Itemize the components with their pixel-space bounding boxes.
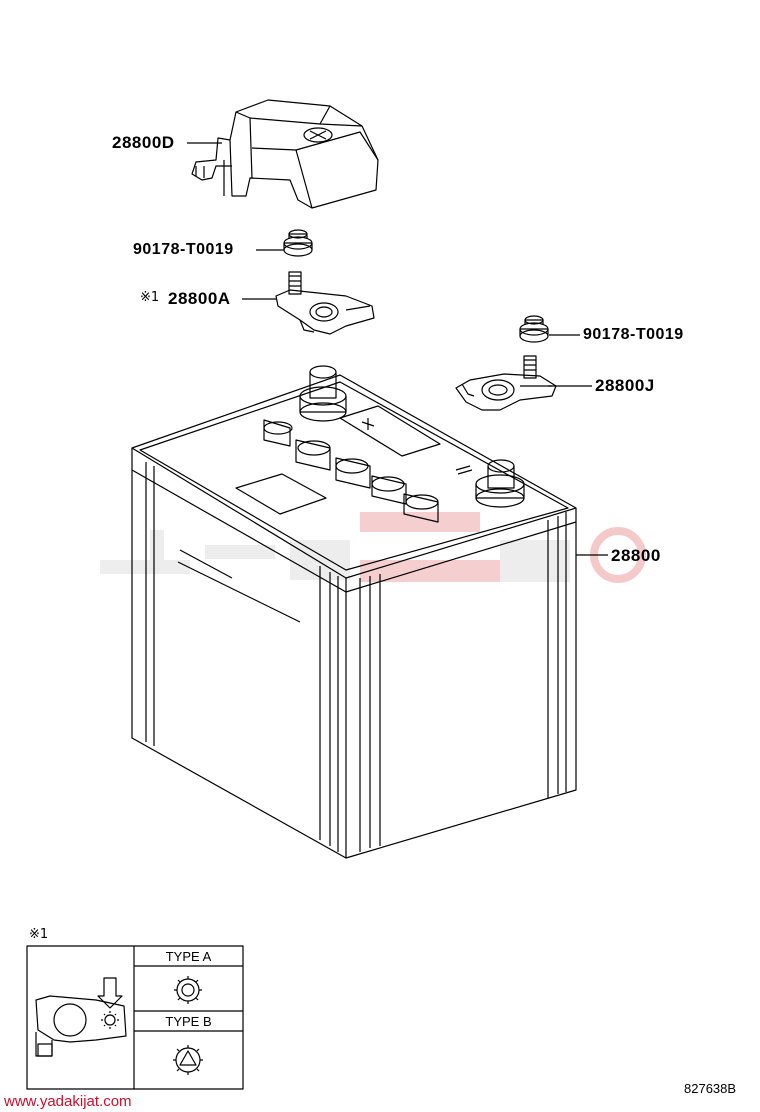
type-a-label: TYPE A bbox=[165, 949, 212, 964]
bolt-right-part bbox=[519, 315, 549, 343]
callout-cover[interactable]: 28800D bbox=[112, 133, 175, 152]
callout-negative-terminal[interactable]: 28800A bbox=[168, 289, 231, 308]
positive-terminal-part bbox=[455, 355, 557, 411]
battery-part bbox=[131, 365, 577, 859]
detail-box bbox=[26, 945, 244, 1090]
watermark-logo bbox=[100, 512, 646, 583]
site-url[interactable]: www.yadakijat.com bbox=[4, 1093, 132, 1110]
callout-positive-terminal[interactable]: 28800J bbox=[595, 376, 655, 395]
callout-battery[interactable]: 28800 bbox=[611, 546, 661, 565]
type-a-nut-icon bbox=[174, 976, 202, 1004]
bolt-upper-part bbox=[283, 229, 313, 257]
negative-terminal-part bbox=[275, 271, 375, 335]
callout-bolt-upper[interactable]: 90178-T0019 bbox=[133, 241, 234, 258]
vent-caps bbox=[263, 419, 439, 523]
detail-box-mark: ※1 bbox=[29, 927, 49, 942]
battery-cover-part bbox=[191, 99, 379, 209]
diagram-code: 827638B bbox=[684, 1081, 737, 1096]
callout-bolt-right[interactable]: 90178-T0019 bbox=[583, 326, 684, 343]
type-b-label: TYPE B bbox=[165, 1014, 212, 1029]
battery-posts bbox=[299, 365, 525, 508]
callout-mark-negative-terminal: ※1 bbox=[140, 290, 160, 305]
type-b-nut-icon bbox=[173, 1045, 203, 1075]
